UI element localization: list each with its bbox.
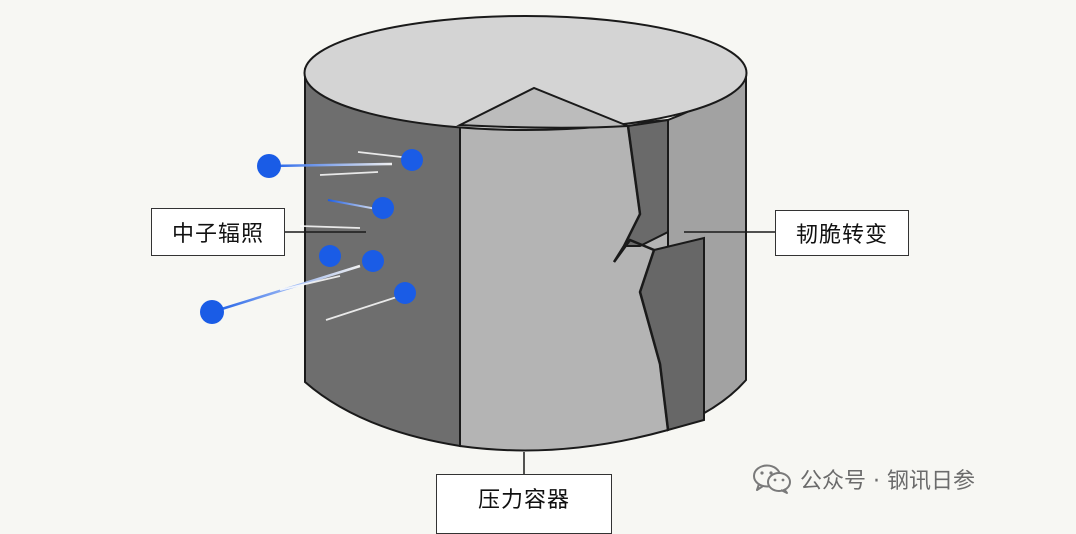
neutron — [200, 300, 224, 324]
top-fracture — [456, 86, 629, 129]
neutron — [372, 197, 394, 219]
label-pressure-vessel: 压力容器 — [436, 474, 612, 534]
neutron — [319, 245, 341, 267]
cylinder-top — [303, 15, 748, 131]
pressure-vessel-diagram — [200, 15, 775, 474]
crack-line — [612, 125, 670, 431]
neutron — [394, 282, 416, 304]
watermark-text: 公众号 · 钢讯日参 — [800, 469, 975, 494]
label-ductile-brittle-transition: 韧脆转变 — [775, 210, 909, 256]
label-neutron-irradiation: 中子辐照 — [151, 208, 285, 256]
neutron — [401, 149, 423, 171]
neutron — [362, 250, 384, 272]
wechat-icon — [753, 464, 791, 494]
neutrons — [200, 149, 423, 324]
neutron — [257, 154, 281, 178]
watermark: 公众号 · 钢讯日参 — [752, 461, 975, 497]
